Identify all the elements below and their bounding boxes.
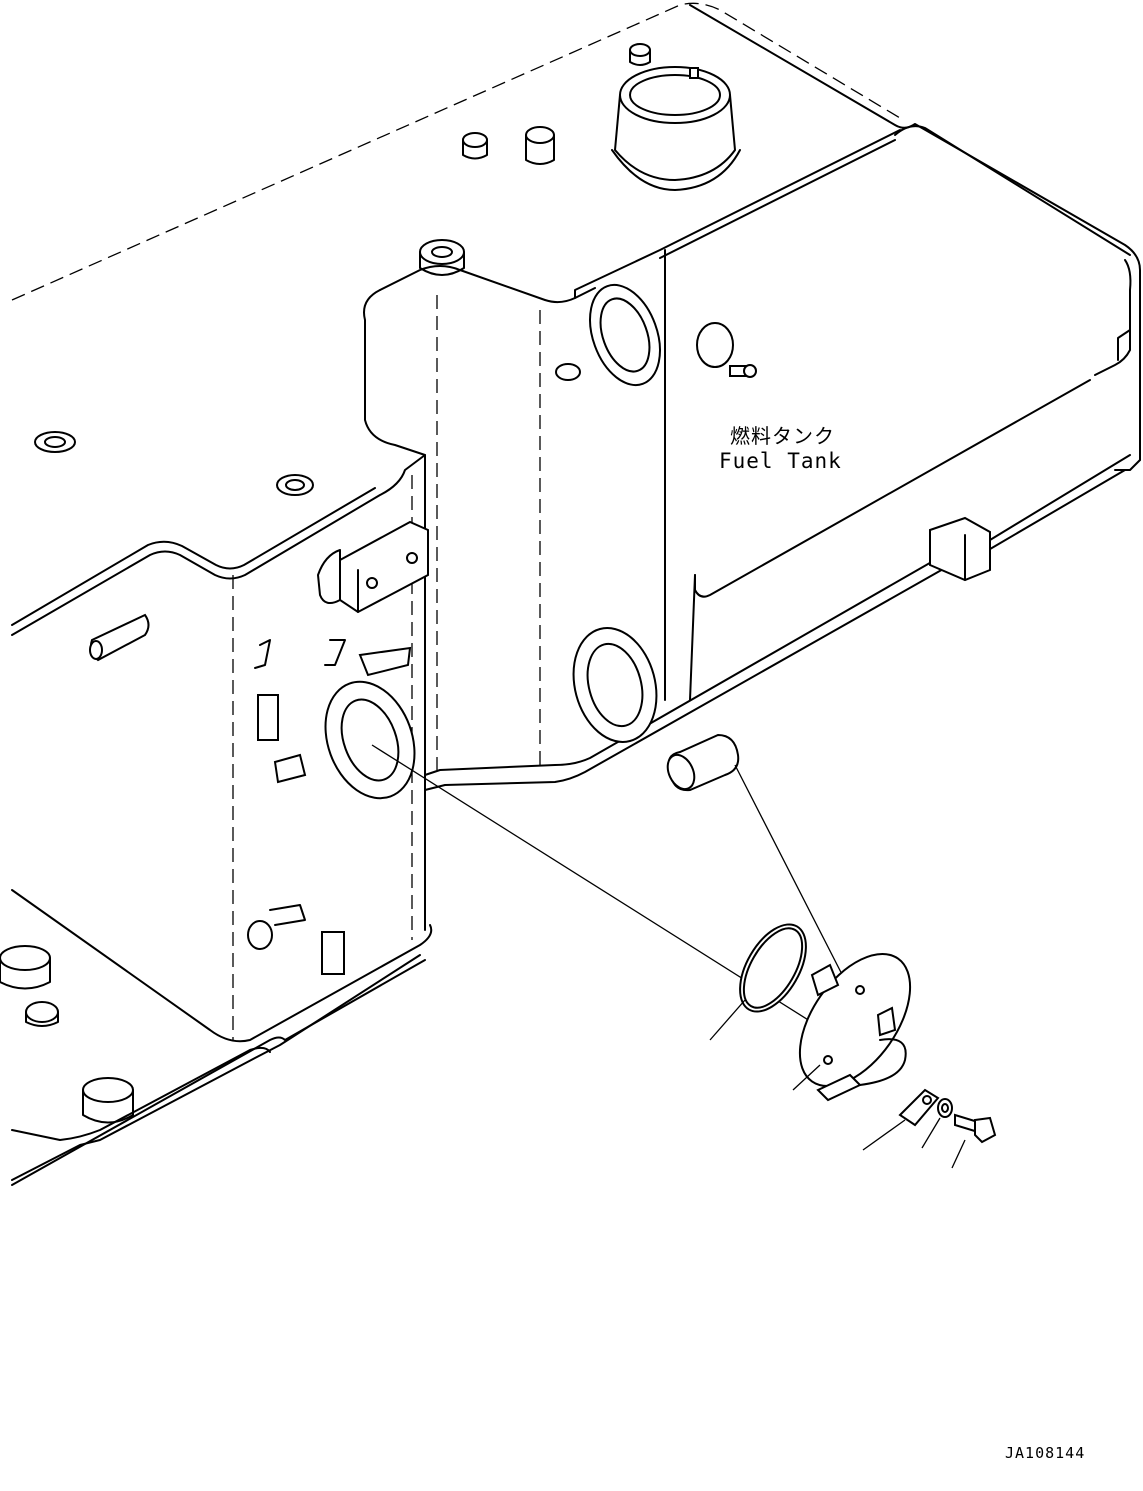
fuel-tank-label-en: Fuel Tank bbox=[719, 449, 842, 473]
mount-block bbox=[317, 520, 429, 614]
breather-plug bbox=[696, 322, 757, 378]
top-bosses bbox=[34, 43, 651, 496]
part-leader-lines bbox=[709, 999, 966, 1169]
mounting-hole-flange bbox=[324, 680, 416, 800]
drawing-code: JA108144 bbox=[1005, 1444, 1086, 1462]
lower-bosses bbox=[0, 945, 134, 1124]
washer bbox=[937, 1098, 953, 1118]
sender-plate bbox=[798, 953, 912, 1102]
float-arm bbox=[666, 733, 851, 991]
cylinder-pin bbox=[89, 613, 150, 662]
fuel-tank-label-jp: 燃料タンク bbox=[730, 424, 835, 448]
small-brackets bbox=[247, 639, 412, 975]
frame-outline bbox=[11, 2, 1141, 1186]
ground-terminal bbox=[898, 1088, 940, 1127]
upper-port-flange bbox=[589, 283, 661, 387]
o-ring-gasket bbox=[739, 923, 807, 1013]
bolt bbox=[954, 1113, 997, 1144]
connector-box bbox=[929, 516, 991, 582]
filler-neck bbox=[611, 66, 741, 191]
lower-port-flange bbox=[572, 627, 658, 743]
